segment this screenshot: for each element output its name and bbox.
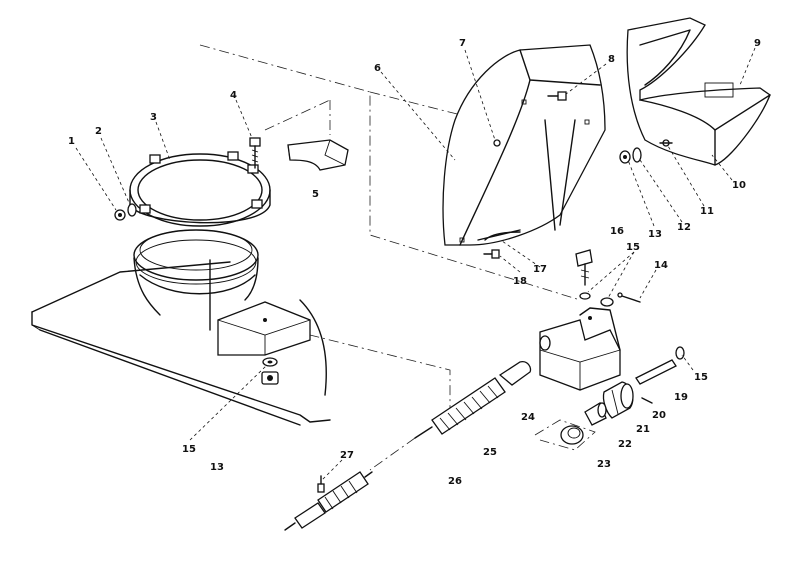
callout-16: 16 (610, 226, 624, 237)
callout-12: 12 (677, 222, 691, 233)
callout-22: 22 (618, 439, 632, 450)
callout-14: 14 (654, 260, 668, 271)
part-19-rod (635, 346, 685, 385)
callout-18: 18 (513, 276, 527, 287)
callout-4: 4 (230, 90, 237, 101)
leader-lines (75, 47, 756, 481)
callout-19: 19 (674, 392, 688, 403)
part-4-bolt (249, 137, 261, 169)
part-13-nut-right (619, 150, 631, 164)
part-13-nut-left (261, 371, 279, 385)
callout-7: 7 (459, 38, 466, 49)
callout-27: 27 (340, 450, 354, 461)
part-6-deflector (442, 44, 606, 246)
callout-15-right: 15 (694, 372, 708, 383)
part-12-washer (632, 147, 642, 163)
callout-20: 20 (652, 410, 666, 421)
part-24-bracket (539, 307, 621, 391)
callout-9: 9 (754, 38, 761, 49)
part-8-bolt (547, 91, 567, 101)
part-1-nut (114, 209, 126, 221)
part-11-bolt (659, 139, 673, 147)
callout-8: 8 (608, 54, 615, 65)
part-23-collar (534, 419, 596, 451)
callout-25: 25 (483, 447, 497, 458)
part-15-washer-mid-b (600, 297, 614, 307)
part-26-lower-shaft (284, 471, 373, 531)
callout-24: 24 (521, 412, 535, 423)
callout-17: 17 (533, 264, 547, 275)
callout-13-left: 13 (210, 462, 224, 473)
callout-2: 2 (95, 126, 102, 137)
part-17-rod (484, 231, 521, 241)
part-21-coupler (602, 381, 634, 419)
callout-1: 1 (68, 136, 75, 147)
callout-10: 10 (732, 180, 746, 191)
callout-21: 21 (636, 424, 650, 435)
part-16-bolt (575, 249, 593, 286)
part-15-washer-left (262, 357, 278, 367)
callout-6: 6 (374, 63, 381, 74)
callout-23: 23 (597, 459, 611, 470)
mount-bracket (217, 301, 311, 356)
part-9-upper-deflector (626, 17, 771, 166)
callout-15-upper: 15 (626, 242, 640, 253)
part-18-bolt (483, 249, 500, 259)
callout-26: 26 (448, 476, 462, 487)
part-27-grease-fitting (317, 475, 325, 493)
part-20-pin (641, 397, 653, 404)
part-25-shaft (369, 361, 532, 471)
part-5-clamp (287, 139, 349, 171)
part-2-washer (127, 203, 137, 217)
callout-13-right: 13 (648, 229, 662, 240)
chute-base-ring (133, 229, 259, 316)
part-3-ring (129, 151, 271, 227)
callout-3: 3 (150, 112, 157, 123)
part-15-washer-mid-a (579, 292, 591, 300)
callout-15-left: 15 (182, 444, 196, 455)
callout-11: 11 (700, 206, 714, 217)
callout-numbers: 1 2 3 4 5 6 7 8 9 10 11 12 13 13 14 15 1… (68, 38, 761, 487)
callout-5: 5 (312, 189, 319, 200)
part-22-bushing (584, 402, 607, 426)
part-14-pin (617, 292, 641, 303)
